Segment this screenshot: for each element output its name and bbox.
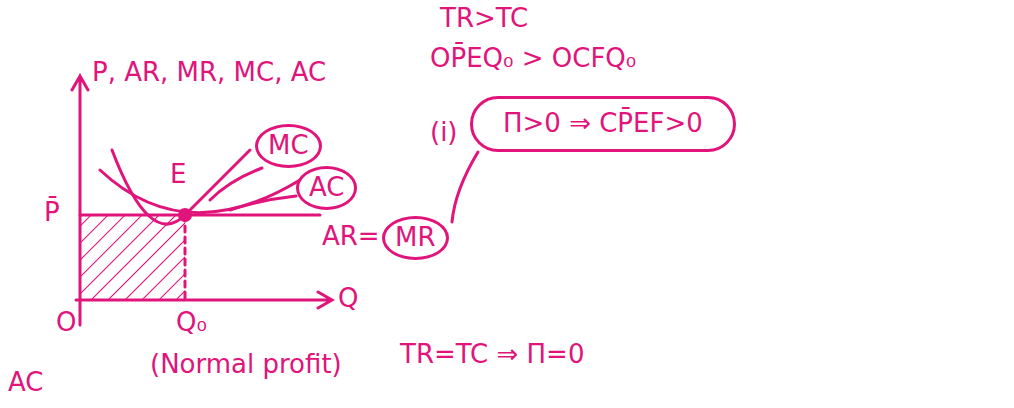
ac-oval: AC — [296, 166, 357, 210]
point-label: E — [170, 160, 186, 190]
revenue-area — [81, 215, 185, 299]
mc-curve — [112, 150, 250, 224]
x-axis — [76, 292, 332, 308]
curve-label: AC — [8, 368, 43, 398]
condition-note: TR=TC ⇒ Π=0 — [400, 340, 584, 370]
note: (Normal profit) — [150, 350, 342, 380]
price-label: P̄ — [44, 198, 60, 228]
mr-oval: MR — [382, 216, 449, 260]
node-text: Π>0 ⇒ CP̄EF>0 — [503, 108, 703, 138]
curve-label: AR= — [322, 222, 380, 252]
loop-tail — [452, 152, 478, 222]
ac-leader — [230, 196, 296, 210]
area-comparison: OP̄EQ₀ > OCFQ₀ — [430, 44, 636, 74]
mc-oval: MC — [255, 124, 322, 168]
axis-label: P, AR, MR, MC, AC — [92, 58, 326, 88]
mc-leader — [210, 168, 262, 200]
node-text: MR — [395, 222, 436, 252]
equilibrium-point — [178, 208, 192, 222]
profit-loop: Π>0 ⇒ CP̄EF>0 — [470, 96, 736, 152]
node-text: MC — [268, 130, 309, 160]
output-drop-line — [184, 215, 187, 300]
condition-note: TR>TC — [440, 4, 528, 34]
y-axis — [72, 76, 88, 325]
axis-label: Q — [338, 284, 358, 314]
node-text: AC — [309, 172, 344, 202]
ac-curve — [100, 170, 300, 213]
case-number: (i) — [430, 118, 458, 148]
origin-label: O — [56, 308, 76, 338]
output-label: Q₀ — [176, 308, 207, 338]
